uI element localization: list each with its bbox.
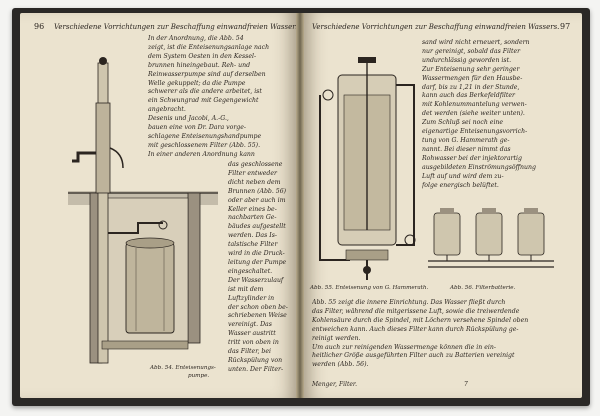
text-line: Der Wasserzulauf [228, 276, 284, 284]
text-line: In der Anordnung, die Abb. 54 [148, 35, 244, 42]
text-line: Brunnen (Abb. 56) [228, 187, 287, 195]
text-line: vereinigt. Das [228, 321, 272, 329]
text-line: tung von G. Hammerath ge- [422, 136, 510, 144]
text-line: Reinwasserpumpe sind auf derselben [148, 70, 266, 78]
text-line: ein Schwungrad mit Gegengewicht [148, 97, 259, 105]
text-line: eingeschaltet. [228, 267, 273, 275]
figure-caption: Abb. 54. Enteisenungs- [150, 365, 216, 371]
running-header: Verschiedene Vorrichtungen zur Beschaffu… [54, 23, 296, 31]
text-line: Luft auf und wird dem zu- [422, 172, 504, 180]
text-line: Rohwasser bei der injektorartig [422, 154, 522, 162]
text-line: reinigt werden. [312, 334, 361, 342]
figure-caption-right: Abb. 56. Filterbatterie. [450, 285, 516, 291]
right-page: Verschiedene Vorrichtungen zur Beschaffu… [304, 13, 582, 398]
figure-caption-continued: pumpe. [188, 373, 210, 379]
text-line: angebracht. [148, 106, 186, 114]
text-line: det werden (siehe weiter unten). [422, 110, 525, 118]
text-line: Keller eines be- [228, 205, 277, 213]
text-line: Luftzylinder in [228, 294, 275, 302]
text-line: ist mit dem [228, 285, 264, 293]
text-line: der schon oben be- [228, 303, 288, 311]
figure-caption-left: Abb. 55. Enteisenung von G. Hammerath. [310, 285, 429, 291]
text-line: Zum Schluß sei noch eine [422, 119, 504, 127]
text-line: ausgebildeten Einströmungsöffnung [422, 163, 536, 171]
text-line: undurchlässig geworden ist. [422, 56, 512, 64]
text-line: nur gereinigt, sobald das Filter [422, 47, 521, 55]
book-gutter [296, 13, 304, 398]
footer-signature: 7 [464, 381, 468, 388]
text-line: schriebenen Weise [228, 312, 287, 320]
text-line: brunnen hineingebaut. Reh- und [148, 61, 251, 69]
footer-left: Menger, Filter. [312, 381, 358, 388]
text-line: Welle gekuppelt; da die Pumpe [148, 79, 246, 87]
text-line: unten. Der Filter- [228, 365, 284, 373]
text-line: nannt. Bei dieser nimmt das [422, 145, 511, 153]
text-column-narrow: das geschlossene Filter entweder dicht n… [228, 161, 290, 375]
text-line: werden. Das Is- [228, 232, 277, 240]
text-line: mit geschlossenem Filter (Abb. 55). [148, 141, 261, 149]
text-line: leitung der Pumpe [228, 258, 287, 266]
text-line: dicht neben dem [228, 178, 281, 186]
left-page: 96 Verschiedene Vorrichtungen zur Bescha… [20, 13, 296, 398]
text-line: wird in die Druck- [228, 250, 285, 258]
text-line: bauen eine von Dr. Dara vorge- [148, 124, 247, 132]
text-line: das Filter, während die mitgerissene Luf… [312, 307, 520, 315]
text-line: Abb. 55 zeigt die innere Einrichtung. Da… [312, 299, 506, 306]
text-line: schlagene Enteisenungshandpumpe [148, 132, 262, 140]
text-line: Kohlensäure durch die Spindel, mit Löche… [312, 316, 529, 324]
text-line: Rückspülung von [228, 356, 283, 364]
text-line: oder aber auch im [228, 196, 286, 204]
text-line: zeigt, ist die Enteisenungsanlage nach [148, 43, 270, 51]
text-line: Filter entweder [228, 169, 277, 177]
page-number: 97 [560, 22, 571, 31]
filter-battery-illustration [428, 208, 554, 268]
text-line: sand wird nicht erneuert, sondern [422, 39, 530, 46]
text-line: darf, bis zu 1,21 in der Stunde, [422, 83, 520, 91]
page-number: 96 [34, 22, 45, 31]
text-line: tritt von oben in [228, 339, 279, 347]
text-line: schwerer als die andere arbeitet, ist [148, 88, 262, 96]
text-line: das Filter, bei [228, 348, 272, 356]
text-line: mit Kohlenummantelung verwen- [422, 101, 527, 109]
text-line: entweichen kann. Auch dieses Filter kann… [312, 325, 519, 333]
text-line: Um auch zur reinigenden Wassermenge könn… [312, 343, 496, 351]
text-bottom: Abb. 55 zeigt die innere Einrichtung. Da… [312, 299, 576, 370]
pump-illustration [68, 57, 218, 364]
text-line: talstische Filter [228, 241, 278, 249]
text-column-right: sand wird nicht erneuert, sondern nur ge… [422, 39, 576, 190]
text-line: werden (Abb. 56). [312, 361, 369, 369]
text-line: kann auch das Berkefeldfilter [422, 92, 515, 100]
text-line: bäudes aufgestellt [228, 223, 286, 231]
text-line: eigenartige Enteisenungsvorrich- [422, 128, 528, 136]
text-line: folge energisch belüftet. [422, 181, 499, 189]
text-line: Desenis und Jacobi, A.-G., [148, 115, 229, 123]
text-line: dem System Oesten in den Kessel- [148, 52, 257, 60]
text-line: das geschlossene [228, 161, 283, 168]
text-line: nachbarten Ge- [228, 214, 277, 222]
text-line: heitlicher Größe ausgeführten Filter auc… [312, 352, 515, 360]
text-column-top: In der Anordnung, die Abb. 54 zeigt, ist… [148, 35, 288, 160]
running-header: Verschiedene Vorrichtungen zur Beschaffu… [312, 23, 560, 31]
filter-apparatus-illustration [319, 57, 416, 280]
text-line: Zur Enteisenung sehr geringer [422, 65, 520, 73]
text-line: Wasser austritt [228, 330, 276, 338]
text-line: In einer anderen Anordnung kann [148, 150, 255, 158]
text-line: Wassermengen für den Hausbe- [422, 74, 523, 82]
